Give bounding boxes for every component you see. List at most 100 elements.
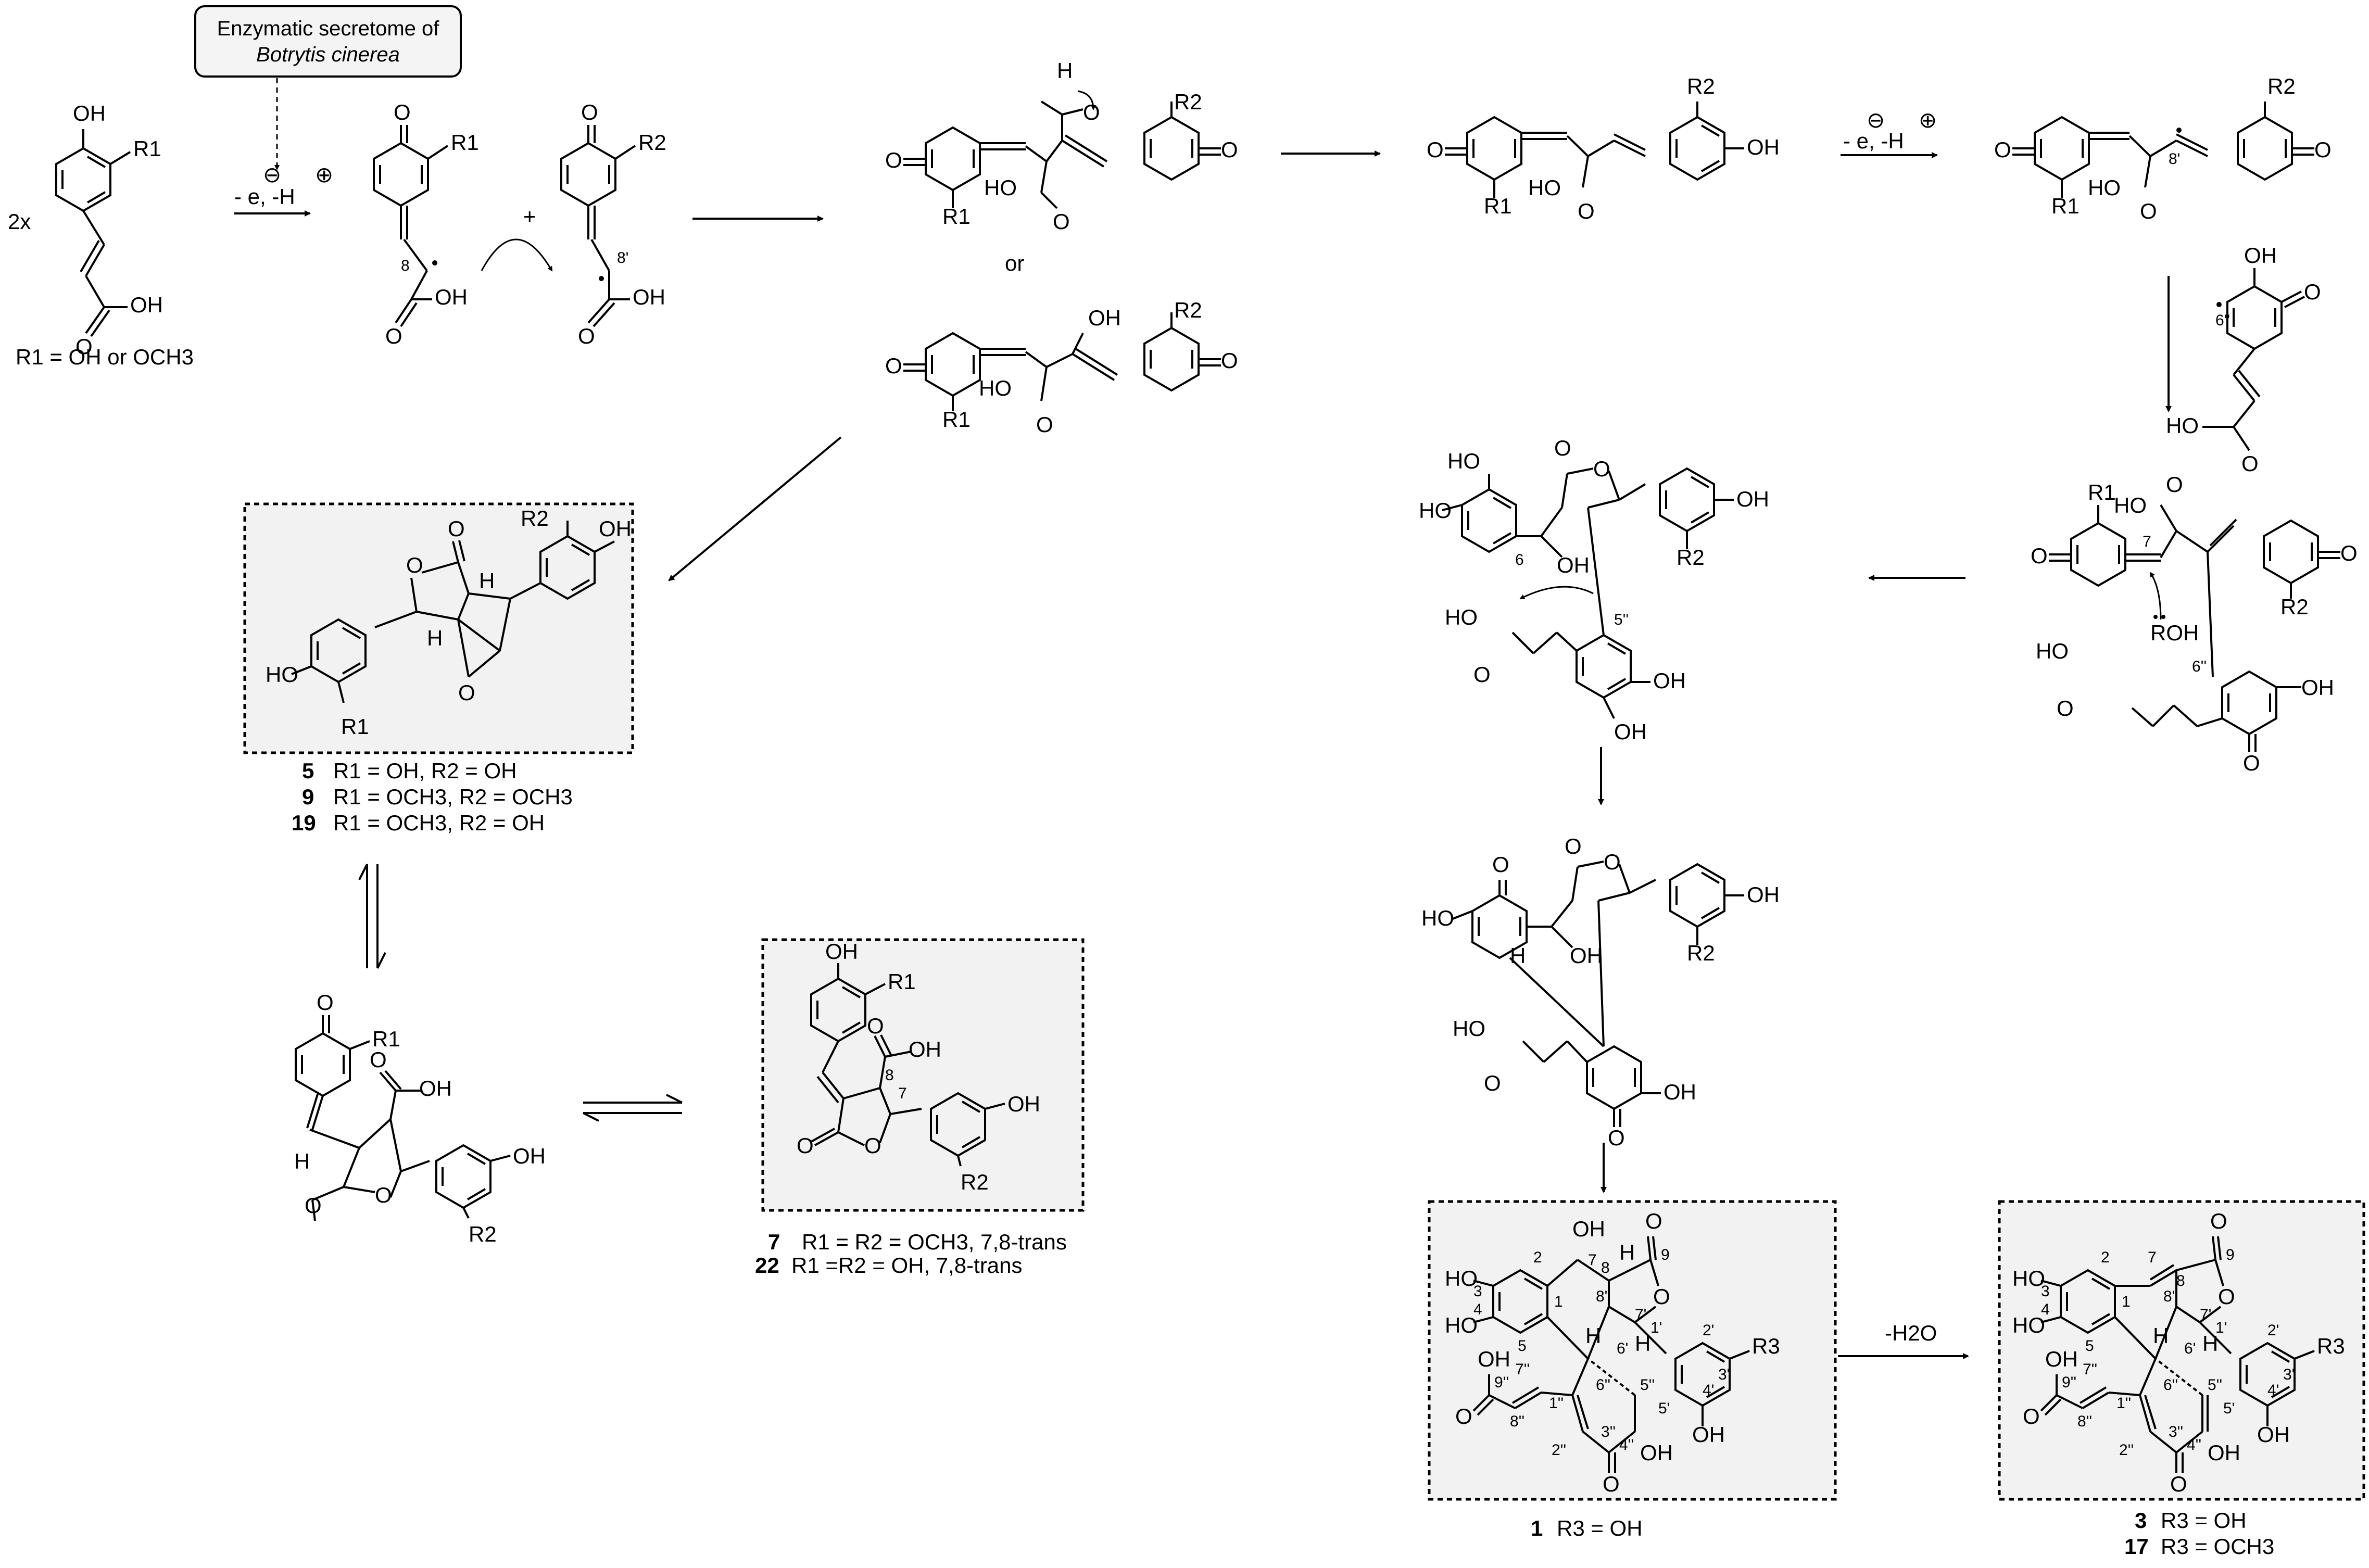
svg-text:O: O (2241, 451, 2259, 476)
svg-text:9'': 9'' (1494, 1374, 1509, 1391)
svg-text:OH: OH (633, 285, 665, 309)
svg-text:⊖: ⊖ (263, 162, 281, 187)
compound-3-label: R3 = OH (2161, 1508, 2247, 1533)
svg-text:OH: OH (1557, 553, 1590, 577)
svg-text:OH: OH (1747, 882, 1780, 907)
svg-text:OH: OH (419, 1076, 452, 1101)
svg-text:O: O (867, 1014, 884, 1038)
svg-text:5'': 5'' (2208, 1376, 2222, 1394)
svg-text:6'': 6'' (1596, 1376, 1610, 1394)
svg-text:8': 8' (617, 249, 628, 267)
svg-text:OH: OH (130, 293, 163, 317)
svg-text:O: O (317, 990, 334, 1015)
svg-text:O: O (1554, 436, 1571, 460)
svg-text:H: H (294, 1149, 310, 1173)
svg-text:8'': 8'' (2077, 1413, 2092, 1430)
svg-text:O: O (458, 680, 475, 705)
svg-text:HO: HO (2088, 175, 2121, 200)
svg-text:R1: R1 (341, 714, 369, 739)
svg-text:4': 4' (2267, 1382, 2279, 1399)
svg-text:O: O (2210, 1209, 2227, 1233)
cyclized-intermediate: O HO H OH O O OH R2 OH O HO O (1421, 834, 1780, 1150)
svg-text:4': 4' (1703, 1382, 1714, 1399)
svg-text:O: O (2140, 199, 2157, 223)
svg-text:9: 9 (2226, 1246, 2235, 1263)
svg-text:7': 7' (1635, 1306, 1646, 1323)
svg-text:O: O (578, 324, 595, 348)
svg-text:R2: R2 (1687, 941, 1715, 965)
svg-text:OH: OH (1088, 306, 1121, 330)
lactone-trimer: HO HO OH 6 O O OH R2 5'' OH OH HO O (1419, 436, 1769, 744)
compound-19-label: R1 = OCH3, R2 = OH (333, 811, 545, 835)
svg-text:3'': 3'' (2169, 1423, 2183, 1440)
svg-text:3'': 3'' (1601, 1423, 1616, 1440)
radical-6doubleprime: OH O 6'' O HO (2166, 243, 2321, 476)
svg-text:1: 1 (1554, 1293, 1563, 1310)
svg-text:H: H (1619, 1240, 1635, 1264)
svg-text:R2: R2 (469, 1222, 497, 1246)
svg-text:H: H (479, 568, 495, 593)
svg-text:+: + (523, 204, 536, 229)
svg-text:O: O (1603, 1472, 1620, 1496)
product-box-1 (1428, 1200, 1837, 1501)
svg-text:R2: R2 (1687, 74, 1715, 98)
svg-text:OH: OH (1736, 487, 1769, 511)
svg-text:O: O (375, 1183, 392, 1207)
svg-text:6'': 6'' (2163, 1376, 2178, 1394)
svg-text:O: O (2166, 472, 2183, 497)
svg-text:HO: HO (1453, 1016, 1485, 1041)
compound-1-structure: HO HO 2 3 4 1 5 OH 7 8 H O 9 O 7' 1' 8' … (1445, 1209, 1780, 1496)
compound-7-label: R1 = R2 = OCH3, 7,8-trans (802, 1230, 1067, 1254)
svg-text:H: H (1510, 943, 1526, 968)
svg-text:7: 7 (898, 1085, 907, 1102)
svg-text:HO: HO (2012, 1266, 2045, 1291)
svg-text:2x: 2x (8, 209, 31, 234)
or-label: or (1005, 251, 1024, 275)
svg-text:O: O (1455, 1404, 1472, 1428)
svg-text:7'': 7'' (2083, 1361, 2097, 1378)
svg-text:O: O (1484, 1071, 1501, 1095)
svg-text:R1: R1 (942, 407, 971, 432)
svg-text:1': 1' (2215, 1319, 2227, 1336)
svg-text:HO: HO (1445, 1313, 1478, 1337)
monoaromatized-dimer: O R1 HO O OH R2 (1427, 74, 1780, 223)
svg-text:O: O (797, 1133, 814, 1158)
svg-text:8: 8 (2176, 1272, 2185, 1289)
svg-text:O: O (1604, 850, 1621, 874)
equilibrium-vertical (358, 864, 386, 969)
svg-text:6': 6' (1617, 1340, 1628, 1357)
compound-1-label: R3 = OH (1557, 1516, 1643, 1540)
svg-text:O: O (1036, 412, 1053, 437)
compound-1-id: 1 (1531, 1516, 1543, 1540)
svg-text:⊕: ⊕ (315, 162, 333, 187)
svg-text:4: 4 (2041, 1301, 2050, 1318)
svg-text:6'': 6'' (2192, 658, 2207, 675)
svg-text:7': 7' (2200, 1306, 2211, 1323)
svg-text:7'': 7'' (1515, 1361, 1530, 1378)
svg-text:O: O (2340, 541, 2358, 565)
compound-7-structure: OH R1 O OH 8 7 O O OH R2 (797, 939, 1040, 1194)
svg-text:8': 8' (1596, 1288, 1607, 1305)
svg-text:8': 8' (2163, 1288, 2175, 1305)
svg-text:5': 5' (1658, 1400, 1670, 1417)
radical-intermediates: O R1 8 O OH + O R2 8' O OH (373, 100, 666, 348)
svg-text:R1: R1 (2051, 194, 2080, 218)
svg-text:O: O (2314, 137, 2332, 162)
compound-17-label: R3 = OCH3 (2161, 1534, 2274, 1559)
svg-text:OH: OH (2208, 1440, 2240, 1465)
svg-text:OH: OH (1692, 1422, 1725, 1447)
svg-text:OH: OH (1572, 1217, 1605, 1241)
svg-text:O: O (581, 100, 598, 124)
svg-text:4'': 4'' (1619, 1436, 1634, 1453)
svg-text:HO: HO (2166, 413, 2199, 438)
quinone-methide-dimer-alt: O R1 OH HO O O R2 (885, 298, 1238, 437)
svg-text:O: O (2023, 1404, 2040, 1428)
svg-text:OH: OH (1653, 668, 1686, 693)
svg-text:- e, -H: - e, -H (1843, 129, 1904, 153)
svg-text:3: 3 (2041, 1283, 2050, 1300)
svg-text:5: 5 (1518, 1337, 1527, 1355)
svg-text:1'': 1'' (2116, 1395, 2131, 1412)
svg-text:5': 5' (2223, 1400, 2235, 1417)
svg-text:1: 1 (2122, 1293, 2131, 1310)
svg-text:HO: HO (266, 662, 298, 687)
